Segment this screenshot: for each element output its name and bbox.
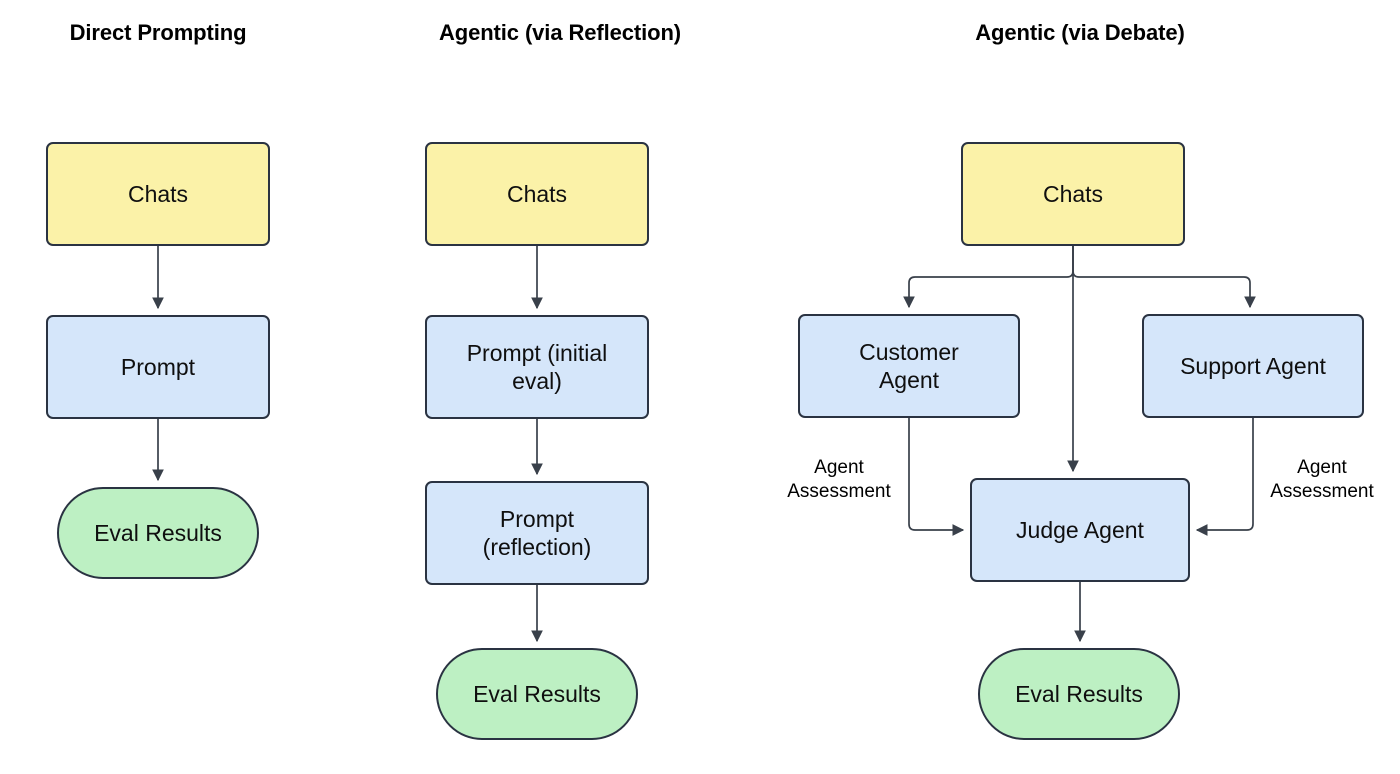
node-prompt-reflection[interactable]: Prompt (reflection) [425,481,649,585]
node-customer-agent[interactable]: Customer Agent [798,314,1020,418]
node-label: Eval Results [94,519,222,546]
edge-chats-to-support [1072,246,1256,309]
edge-label-agent-assessment-left: Agent Assessment [787,457,891,502]
node-label: Eval Results [473,680,601,707]
node-judge-agent[interactable]: Judge Agent [970,478,1190,582]
edge-label-agent-assessment-right: Agent Assessment [1270,457,1374,502]
node-prompt[interactable]: Prompt [46,315,270,419]
node-label: Chats [506,180,568,207]
column-title-agentic-reflection: Agentic (via Reflection) [438,20,682,45]
node-chats-debate[interactable]: Chats [961,142,1185,246]
node-label: Prompt (reflection) [482,505,592,560]
node-label: Prompt [120,353,196,380]
node-label: Eval Results [1015,680,1143,707]
node-label: Judge Agent [1016,516,1144,543]
node-eval-results-debate[interactable]: Eval Results [978,648,1180,740]
node-label: Chats [127,180,189,207]
edge-customer-to-judge [908,418,965,536]
node-label: Support Agent [1180,352,1326,379]
node-eval-results-direct[interactable]: Eval Results [57,487,259,579]
column-title-agentic-debate: Agentic (via Debate) [975,20,1185,45]
node-label: Chats [1042,180,1104,207]
node-chats-reflection[interactable]: Chats [425,142,649,246]
node-chats-direct[interactable]: Chats [46,142,270,246]
column-title-direct-prompting: Direct Prompting [69,20,247,45]
node-eval-results-reflection[interactable]: Eval Results [436,648,638,740]
node-label: Customer Agent [859,338,959,393]
edge-chats-to-customer [903,246,1074,309]
node-label: Prompt (initial eval) [466,339,608,394]
node-support-agent[interactable]: Support Agent [1142,314,1364,418]
node-prompt-initial-eval[interactable]: Prompt (initial eval) [425,315,649,419]
edge-support-to-judge [1195,418,1254,536]
